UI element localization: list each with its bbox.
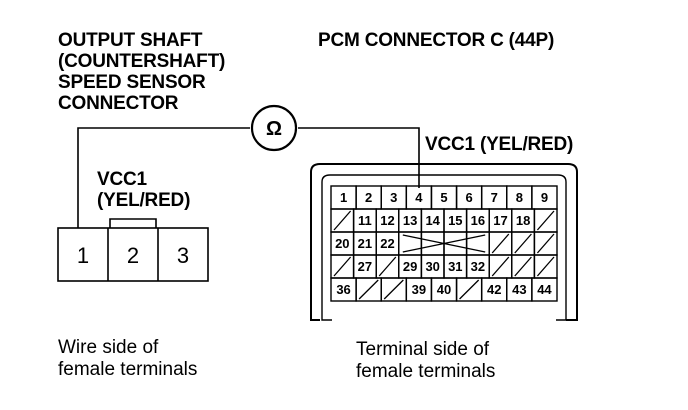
pcm-cavity (398, 231, 423, 256)
meter-wiring (77, 104, 420, 228)
sensor-pin-3: 3 (177, 243, 189, 268)
pcm-cavity (531, 277, 558, 302)
pcm-pin-label: 13 (403, 213, 417, 228)
pcm-unused-cavity-mark (459, 279, 480, 300)
pcm-pin-label: 8 (516, 190, 523, 205)
sensor-caption-line-1: Wire side of (58, 337, 159, 358)
pcm-pin-label: 30 (425, 259, 439, 274)
pcm-unused-cavity-mark (536, 233, 555, 254)
sensor-pin-1: 1 (77, 243, 89, 268)
sensor-connector (57, 218, 209, 282)
pcm-unused-cavity-mark (491, 256, 510, 277)
pcm-unused-cavity-mark (383, 279, 404, 300)
pcm-caption-line-2: female terminals (356, 361, 495, 382)
pcm-pin-label: 43 (512, 282, 526, 297)
sensor-title-line-1: OUTPUT SHAFT (58, 30, 203, 51)
pcm-pin-label: 14 (425, 213, 440, 228)
pcm-unused-cavity-mark (333, 256, 352, 277)
pcm-blank-block-cross (402, 234, 486, 253)
pcm-pin-label: 40 (437, 282, 451, 297)
pcm-unused-cavity-mark (536, 256, 555, 277)
pcm-pin-label: 18 (516, 213, 530, 228)
pcm-pin-label: 36 (336, 282, 350, 297)
pcm-pin-label: 21 (358, 236, 372, 251)
pcm-unused-cavity-mark (514, 233, 532, 254)
pcm-pin-label: 1 (340, 190, 347, 205)
pcm-unused-cavity-mark (358, 279, 379, 300)
pcm-pin-label: 31 (448, 259, 462, 274)
pcm-pin-label: 42 (487, 282, 501, 297)
pcm-pin-label: 7 (491, 190, 498, 205)
pcm-pin-label: 17 (493, 213, 507, 228)
wire-to-sensor (77, 127, 250, 228)
pcm-pin-label: 9 (541, 190, 548, 205)
pcm-caption-line-1: Terminal side of (356, 339, 490, 360)
pcm-unused-cavity-mark (536, 210, 555, 231)
ohm-symbol: Ω (266, 118, 282, 140)
pcm-pin-label: 11 (358, 213, 372, 228)
pcm-cavity (465, 231, 490, 256)
pcm-vcc-wire-label: VCC1 (YEL/RED) (425, 134, 573, 155)
pcm-unused-cavity-mark (333, 210, 352, 231)
sensor-vcc-label: VCC1 (97, 169, 148, 190)
sensor-connector-body (57, 227, 209, 282)
sensor-pin-2: 2 (127, 243, 139, 268)
pcm-pin-label: 12 (380, 213, 394, 228)
pcm-pin-label: 16 (471, 213, 485, 228)
wire-to-pcm-pin-4 (298, 127, 420, 188)
pcm-unused-cavity-mark (378, 256, 397, 277)
pcm-unused-cavity-mark (491, 233, 510, 254)
pcm-pin-label: 39 (412, 282, 426, 297)
ohmmeter-icon (250, 104, 298, 152)
pcm-pin-label: 6 (465, 190, 472, 205)
pcm-pin-label: 15 (448, 213, 462, 228)
pcm-connector-housing (310, 163, 578, 321)
pcm-pin-label: 44 (537, 282, 552, 297)
sensor-title-line-3: SPEED SENSOR (58, 72, 206, 93)
sensor-wire-color: (YEL/RED) (97, 190, 190, 211)
pcm-pin-label: 22 (380, 236, 394, 251)
sensor-caption-line-2: female terminals (58, 359, 197, 380)
sensor-title-line-4: CONNECTOR (58, 93, 179, 114)
pcm-pin-label: 5 (440, 190, 447, 205)
pcm-pin-label: 20 (335, 236, 349, 251)
pcm-pin-label: 4 (415, 190, 423, 205)
pcm-pin-label: 3 (390, 190, 397, 205)
pcm-pin-label: 32 (471, 259, 485, 274)
sensor-connector-lock-tab (109, 218, 157, 228)
pcm-title: PCM CONNECTOR C (44P) (318, 30, 554, 51)
pcm-unused-cavity-mark (514, 256, 532, 277)
pcm-pin-label: 27 (358, 259, 372, 274)
pcm-pin-label: 2 (365, 190, 372, 205)
pcm-pin-label: 29 (403, 259, 417, 274)
sensor-title-line-2: (COUNTERSHAFT) (58, 51, 225, 72)
